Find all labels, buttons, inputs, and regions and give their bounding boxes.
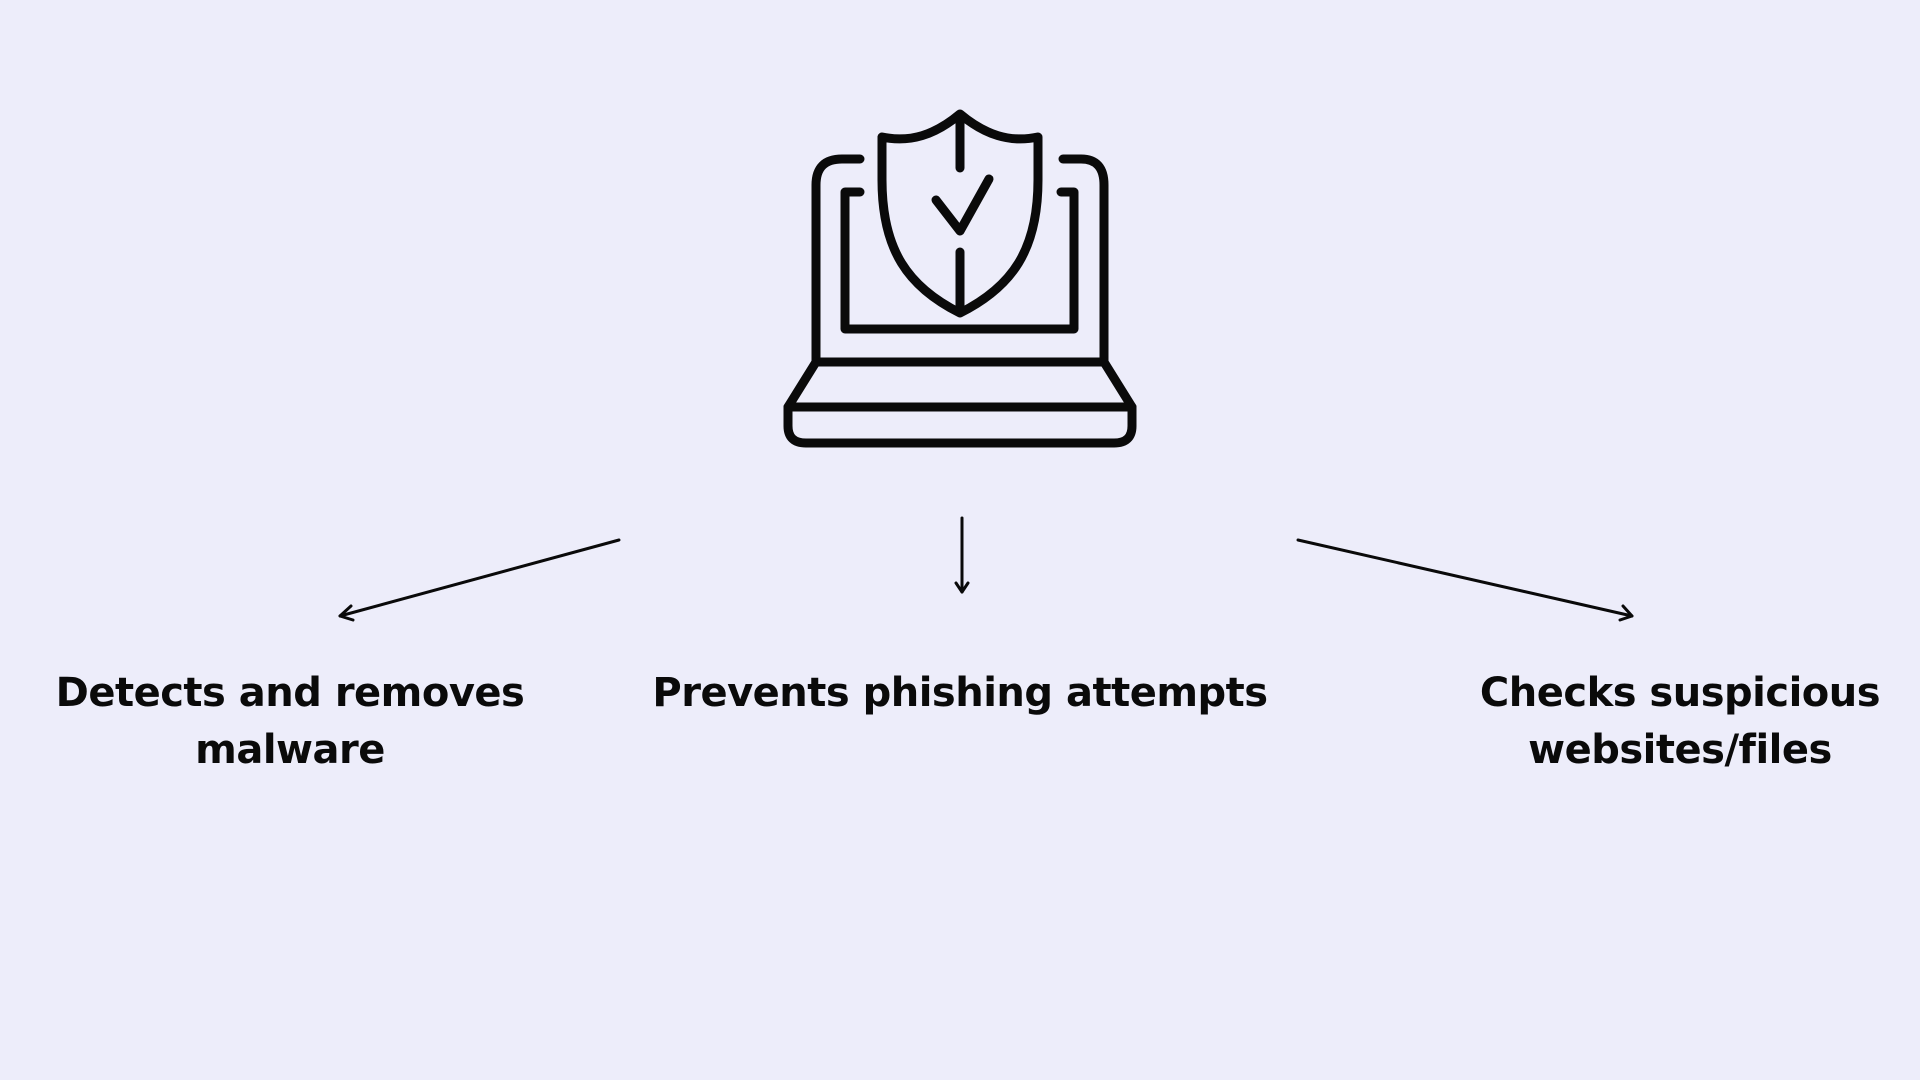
laptop-screen-outer	[811, 154, 1109, 367]
feature-label-line: Prevents phishing attempts	[652, 670, 1268, 716]
laptop-shield-check-icon	[783, 109, 1137, 448]
feature-label-line: malware	[195, 727, 385, 773]
feature-label-suspicious: Checks suspicious websites/files	[1455, 665, 1905, 779]
laptop-base	[783, 357, 1137, 412]
feature-label-line: Checks suspicious	[1479, 670, 1881, 716]
check-icon	[931, 174, 994, 236]
laptop-base-bottom	[783, 402, 1137, 448]
arrow-right	[1296, 538, 1634, 622]
feature-label-malware: Detects and removes malware	[30, 665, 550, 779]
laptop-screen-inner	[840, 187, 1079, 334]
feature-label-line: websites/files	[1528, 727, 1832, 773]
arrow-left	[338, 538, 621, 622]
feature-label-line: Detects and removes	[55, 670, 525, 716]
feature-label-phishing: Prevents phishing attempts	[640, 665, 1280, 722]
arrow-down	[954, 516, 970, 594]
